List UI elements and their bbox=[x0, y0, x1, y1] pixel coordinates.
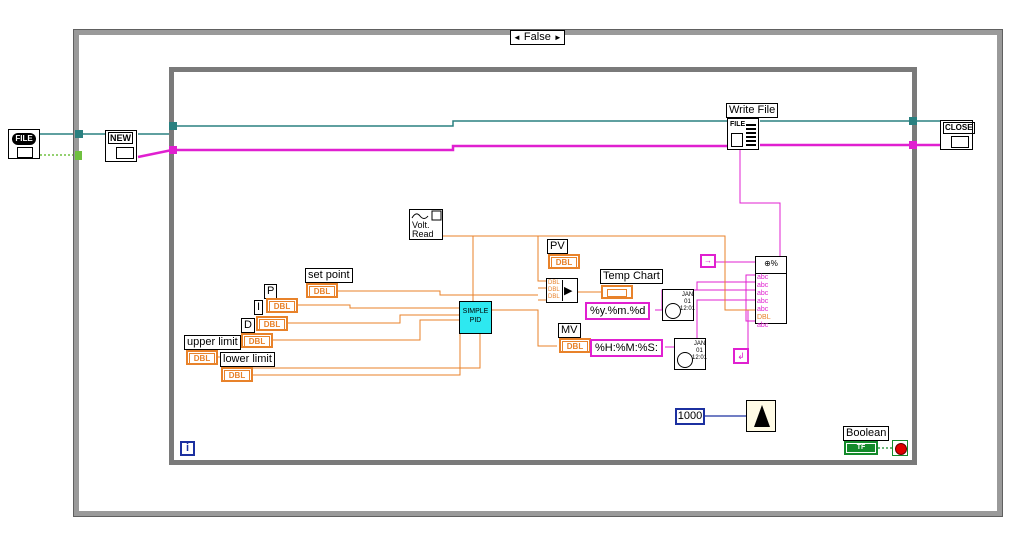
volt-read-label: Volt. Read bbox=[412, 220, 434, 239]
d-label: D bbox=[241, 318, 255, 333]
loop-refnum-tunnel bbox=[169, 122, 177, 130]
dbl-tag: DBL bbox=[562, 341, 588, 352]
open-file-node[interactable]: FILE bbox=[8, 129, 40, 159]
clock-icon bbox=[665, 303, 681, 319]
stop-icon bbox=[895, 443, 907, 455]
disk-icon bbox=[951, 136, 969, 148]
upper-limit-control[interactable]: DBL bbox=[186, 350, 218, 365]
close-file-node[interactable]: CLOSE bbox=[940, 120, 975, 150]
i-label: I bbox=[254, 300, 264, 315]
set-point-label: set point bbox=[305, 268, 353, 283]
date-format-string[interactable]: %y.%m.%d bbox=[585, 302, 651, 320]
close-file-label: CLOSE bbox=[943, 122, 975, 134]
boolean-label: Boolean bbox=[843, 426, 890, 441]
chart-icon bbox=[607, 289, 627, 297]
error-tunnel-in bbox=[75, 151, 82, 160]
iteration-terminal: i bbox=[180, 441, 195, 456]
loop-refnum-tunnel-out bbox=[909, 117, 917, 125]
volt-read-node[interactable]: Volt. Read bbox=[409, 209, 443, 240]
dbl-tag: DBL bbox=[269, 301, 295, 312]
case-selector[interactable]: ◄False► bbox=[510, 30, 565, 45]
disk-icon bbox=[17, 147, 33, 158]
new-file-node[interactable]: NEW bbox=[105, 130, 137, 162]
while-loop-frame[interactable] bbox=[169, 67, 917, 465]
dbl-tag: DBL bbox=[309, 286, 335, 297]
lower-limit-control[interactable]: DBL bbox=[221, 367, 253, 382]
tab-constant[interactable]: → bbox=[700, 254, 716, 268]
wait-ms-constant[interactable]: 1000 bbox=[675, 408, 705, 425]
write-file-node[interactable]: FILE bbox=[727, 118, 759, 150]
file-glyph-icon: FILE bbox=[730, 121, 746, 128]
pv-label: PV bbox=[547, 239, 568, 254]
mv-label: MV bbox=[558, 323, 581, 338]
time-format-string[interactable]: %H:%M:%S: bbox=[590, 339, 663, 357]
i-control[interactable]: DBL bbox=[256, 316, 288, 331]
new-file-label: NEW bbox=[108, 132, 133, 144]
metronome-icon bbox=[754, 405, 770, 427]
temp-chart-label: Temp Chart bbox=[600, 269, 663, 284]
dbl-tag: DBL bbox=[551, 257, 577, 268]
disk-icon bbox=[731, 133, 743, 147]
dbl-tag: DBL bbox=[259, 319, 285, 330]
eol-constant[interactable]: ↲ bbox=[733, 348, 749, 364]
format-icon: ⊕% bbox=[756, 257, 786, 274]
loop-error-tunnel-out bbox=[909, 141, 917, 149]
waveform-icon bbox=[411, 210, 442, 221]
tf-tag: TF bbox=[847, 444, 875, 452]
d-control[interactable]: DBL bbox=[241, 333, 273, 348]
case-next-arrow[interactable]: ► bbox=[553, 33, 562, 42]
write-file-label: Write File bbox=[726, 103, 779, 118]
lower-limit-label: lower limit bbox=[220, 352, 275, 367]
boolean-control[interactable]: TF bbox=[844, 441, 878, 455]
p-control[interactable]: DBL bbox=[266, 298, 298, 313]
clock-icon bbox=[677, 352, 693, 368]
upper-limit-label: upper limit bbox=[184, 335, 241, 350]
case-selector-value: False bbox=[523, 31, 551, 43]
refnum-tunnel-in bbox=[75, 130, 83, 138]
temp-chart-indicator bbox=[601, 285, 633, 299]
loop-error-tunnel bbox=[169, 146, 177, 154]
wait-ms-node[interactable] bbox=[746, 400, 776, 432]
bundle-arrow-icon: ▶ bbox=[564, 285, 573, 297]
case-prev-arrow[interactable]: ◄ bbox=[513, 33, 521, 42]
dbl-tag: DBL bbox=[224, 370, 250, 381]
p-label: P bbox=[264, 284, 278, 299]
simple-pid-node[interactable]: SIMPLE PID bbox=[459, 301, 492, 334]
dbl-tag: DBL bbox=[189, 353, 215, 364]
grid-icon bbox=[746, 122, 756, 146]
set-point-control[interactable]: DBL bbox=[306, 283, 338, 298]
file-icon: FILE bbox=[12, 133, 36, 145]
disk-icon bbox=[116, 147, 134, 159]
loop-condition-terminal[interactable] bbox=[892, 440, 908, 456]
dbl-tag: DBL bbox=[244, 336, 270, 347]
pv-indicator: DBL bbox=[548, 254, 580, 269]
mv-indicator: DBL bbox=[559, 338, 591, 353]
